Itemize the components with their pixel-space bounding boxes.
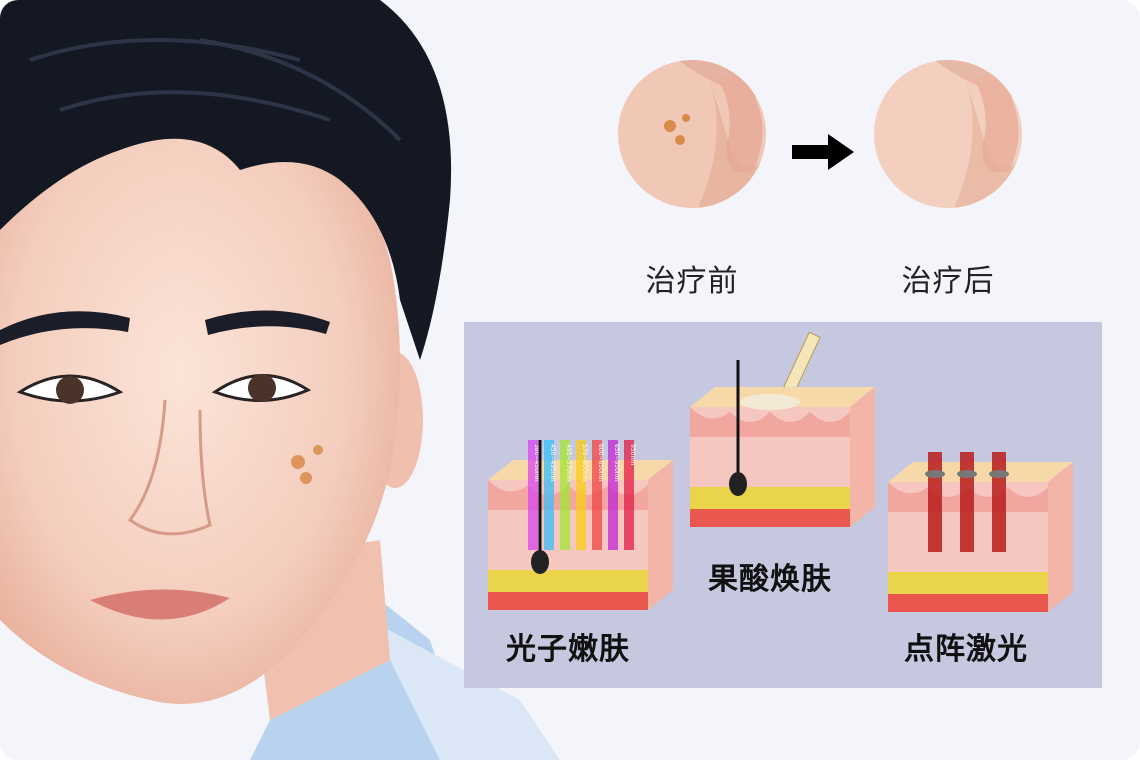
- ipl-wavelength-label: 570~600nm: [581, 444, 588, 482]
- after-photo: [874, 60, 1022, 208]
- ipl-skin-diagram: 380~450nm 450~495nm 495~570nm 570~600nm 600~…: [488, 440, 673, 610]
- acne-mark: [300, 472, 312, 484]
- ipl-band: [528, 440, 538, 550]
- lips: [90, 589, 230, 620]
- acne-mark: [664, 120, 676, 132]
- after-label: 治疗后: [901, 264, 995, 299]
- ipl-band: [592, 440, 602, 550]
- peel-label: 果酸焕肤: [708, 562, 832, 597]
- before-after-comparison: 治疗前 治疗后: [600, 60, 1060, 310]
- shirt-shoulder: [370, 620, 560, 760]
- ipl-wavelength-label: 380~450nm: [533, 444, 540, 482]
- ipl-wavelength-label: 450~495nm: [549, 444, 556, 482]
- left-eyebrow: [0, 311, 130, 345]
- ipl-wavelength-label: 600~650nm: [597, 444, 604, 482]
- acne-mark: [313, 445, 323, 455]
- laser-columns: [925, 452, 1009, 552]
- ipl-band: [544, 440, 554, 550]
- right-iris: [248, 374, 276, 402]
- ipl-band: [576, 440, 586, 550]
- portrait-illustration: [0, 0, 560, 760]
- right-eyebrow: [205, 310, 330, 335]
- peel-skin-diagram: [690, 332, 875, 527]
- before-label: 治疗前: [645, 264, 739, 299]
- arrow-right-icon: [792, 134, 854, 170]
- ipl-band: [608, 440, 618, 550]
- laser-skin-diagram: [888, 452, 1073, 612]
- before-photo: [618, 60, 766, 208]
- ipl-label: 光子嫩肤: [506, 632, 630, 667]
- ipl-wavelength-label: 950nm: [629, 444, 636, 465]
- acne-mark: [682, 114, 690, 122]
- face: [0, 100, 400, 704]
- ipl-wavelength-label: 495~570nm: [565, 444, 572, 482]
- laser-label: 点阵激光: [904, 632, 1028, 667]
- ipl-wavelength-label: 650~950nm: [613, 444, 620, 482]
- left-iris: [56, 376, 84, 404]
- treatments-panel: 380~450nm 450~495nm 495~570nm 570~600nm 600~…: [464, 322, 1102, 688]
- shirt-collar: [250, 600, 470, 760]
- nose: [127, 399, 212, 536]
- ipl-light-bands: 380~450nm 450~495nm 495~570nm 570~600nm 600~…: [528, 440, 636, 550]
- acne-mark: [291, 455, 305, 469]
- hair-strands: [29, 38, 402, 142]
- acne-mark: [675, 135, 685, 145]
- ipl-band: [624, 440, 634, 550]
- ipl-band: [560, 440, 570, 550]
